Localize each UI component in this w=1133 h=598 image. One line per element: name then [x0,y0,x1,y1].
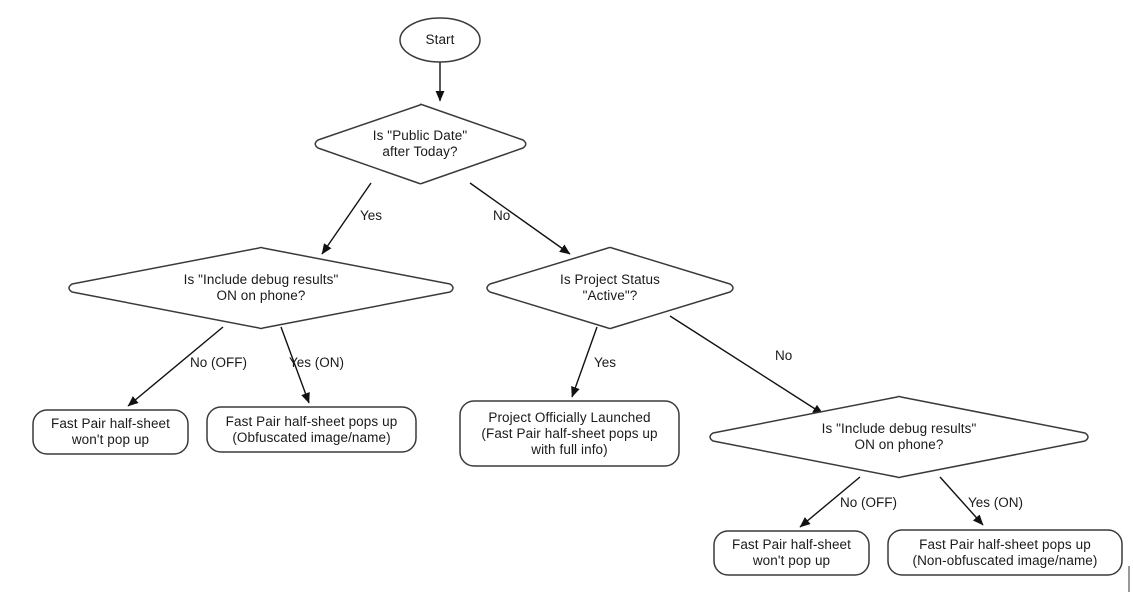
node-no-popup-right-shape [713,530,870,576]
edge-project-status-yes [571,326,598,398]
edge-public-date-no [469,182,571,255]
edge-debug-right-yes-on [939,476,984,526]
edge-debug-left-no-off [127,326,224,407]
node-start-shape [399,17,481,63]
edge-project-status-no [669,315,824,415]
edge-debug-left-yes-on [280,326,310,404]
node-public-date-shape [314,103,527,185]
node-obfuscated-shape [206,406,417,453]
node-no-popup-left-shape [32,409,189,455]
edge-public-date-yes [321,182,372,255]
node-project-status-shape [486,246,734,330]
edge-debug-right-no-off [799,476,861,528]
edge-group: debug_left --> project_status --> no_pop… [127,62,984,528]
node-non-obfuscated-shape [887,529,1123,576]
node-debug-right-shape [709,395,1089,479]
node-launched-shape [459,400,680,467]
node-debug-left-shape [68,246,454,330]
